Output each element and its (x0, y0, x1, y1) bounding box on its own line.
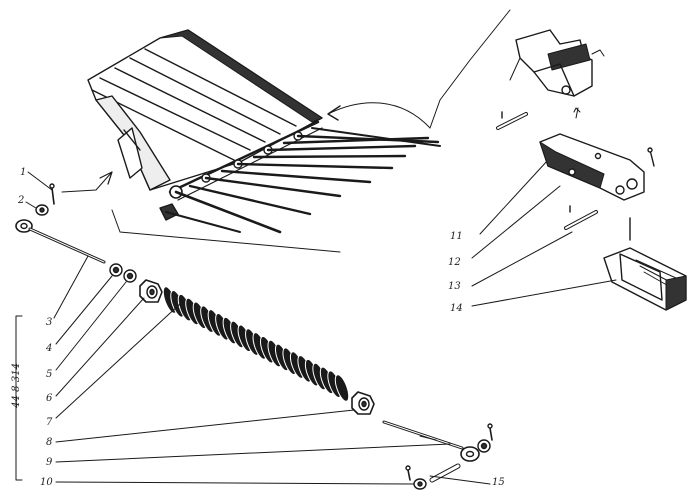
washer-4 (55, 263, 123, 345)
pin-15 (55, 463, 491, 490)
callout-7: 7 (46, 417, 53, 428)
callout-8: 8 (46, 437, 53, 448)
callout-15: 15 (492, 477, 505, 488)
pin-11 (479, 111, 549, 235)
pan-assembly (87, 29, 441, 234)
callout-11: 11 (450, 231, 463, 242)
callout-1: 1 (20, 167, 27, 178)
eye-bolt-3 (15, 219, 106, 319)
washer-2 (25, 201, 49, 216)
callout-3: 3 (46, 317, 53, 328)
callout-12: 12 (448, 257, 461, 268)
bracket-14 (471, 217, 687, 311)
cotter-pin-1 (51, 187, 55, 205)
washer-cotter-right (477, 423, 493, 453)
callout-bracket (15, 315, 23, 481)
assembly-leader (429, 9, 511, 129)
washer-5 (55, 269, 137, 371)
callout-10: 10 (40, 477, 53, 488)
spring-7 (162, 286, 350, 402)
lever-12 (471, 107, 655, 259)
callout-9: 9 (46, 457, 53, 468)
callout-13: 13 (448, 281, 461, 292)
drawing-code: 44-8-314 (10, 363, 22, 408)
nut-6 (55, 279, 163, 397)
nut-8 (55, 391, 375, 443)
callout-5: 5 (46, 369, 53, 380)
pin-13 (471, 205, 598, 287)
callout-6: 6 (46, 393, 53, 404)
callout-14: 14 (450, 303, 463, 314)
callout-4: 4 (46, 343, 53, 354)
spring-coil (334, 374, 350, 402)
callout-2: 2 (18, 195, 25, 206)
eye-rod-9 (55, 420, 480, 463)
upper-bracket (509, 29, 605, 97)
